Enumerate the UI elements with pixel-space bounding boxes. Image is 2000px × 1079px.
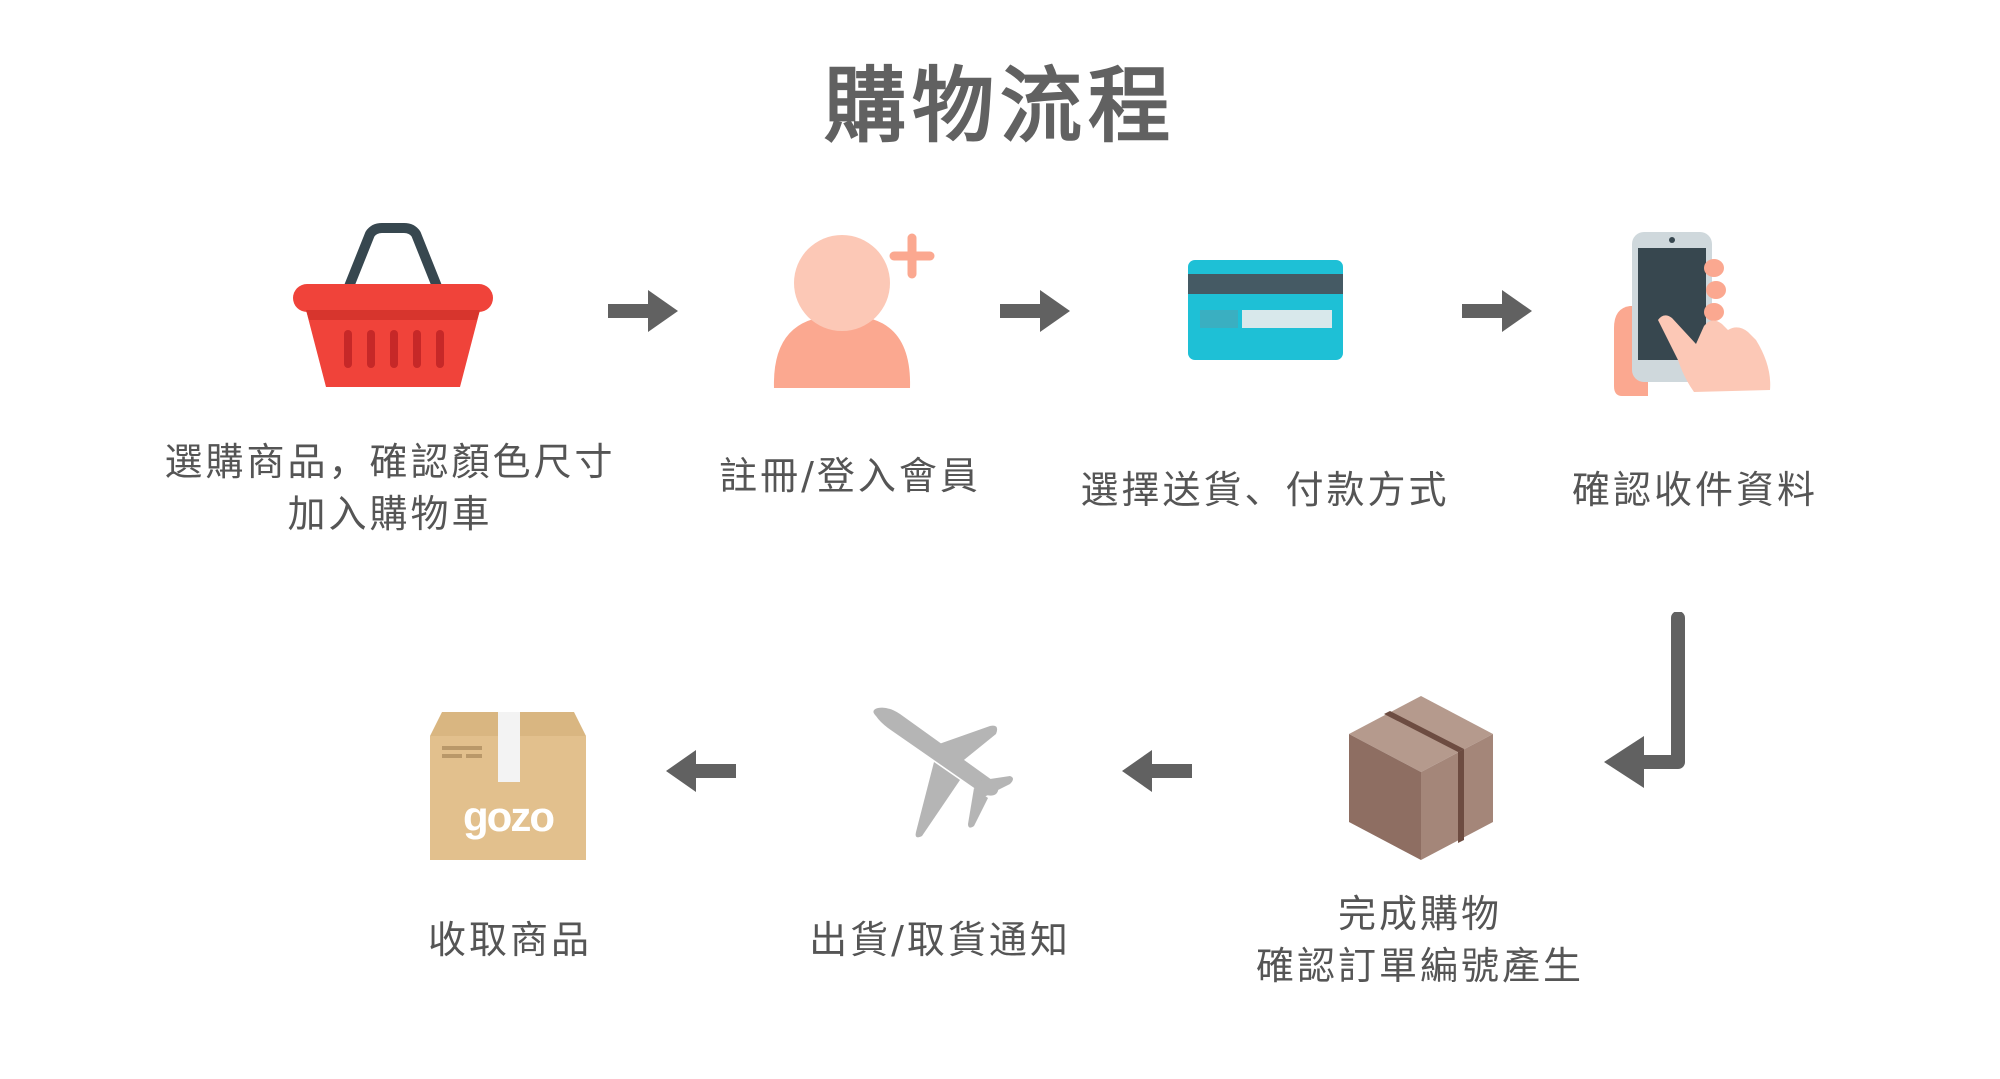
step-label-delivery-payment: 選擇送貨、付款方式 (1060, 464, 1470, 516)
gozo-box-icon (430, 712, 586, 862)
arrow-right-icon (1462, 288, 1534, 334)
step-label-receive-products: 收取商品 (400, 914, 620, 966)
arrow-left-icon (664, 748, 736, 794)
step-label-select-products: 選購商品，確認顏色尺寸 加入購物車 (140, 436, 640, 540)
step-label-confirm-recipient: 確認收件資料 (1540, 464, 1850, 516)
step-label-order-complete: 完成購物 確認訂單編號產生 (1220, 888, 1620, 992)
step-label-line: 選購商品，確認顏色尺寸 (164, 440, 616, 484)
step-label-line: 確認訂單編號產生 (1255, 944, 1584, 988)
arrow-right-icon (608, 288, 680, 334)
page-title: 購物流程 (823, 59, 1176, 154)
step-label-line: 確認收件資料 (1571, 468, 1818, 512)
step-label-line: 出貨/取貨通知 (809, 918, 1071, 962)
credit-card-icon (1188, 260, 1343, 360)
user-add-icon (762, 228, 942, 398)
step-label-line: 選擇送貨、付款方式 (1080, 468, 1450, 512)
step-label-line: 註冊/登入會員 (719, 454, 981, 498)
airplane-icon (870, 706, 1016, 842)
package-box-icon (1346, 694, 1496, 862)
arrow-left-icon (1120, 748, 1192, 794)
arrow-right-icon (1000, 288, 1072, 334)
shopping-basket-icon (288, 222, 498, 392)
step-label-line: 收取商品 (427, 918, 592, 962)
step-label-shipping-notice: 出貨/取貨通知 (790, 914, 1090, 966)
step-label-line: 加入購物車 (287, 492, 493, 536)
step-label-line: 完成購物 (1337, 892, 1502, 936)
step-label-register-login: 註冊/登入會員 (680, 450, 1020, 502)
arrow-elbow-icon (1600, 612, 1700, 792)
smartphone-hand-icon (1608, 228, 1778, 398)
brand-logo: gozo (463, 793, 555, 840)
